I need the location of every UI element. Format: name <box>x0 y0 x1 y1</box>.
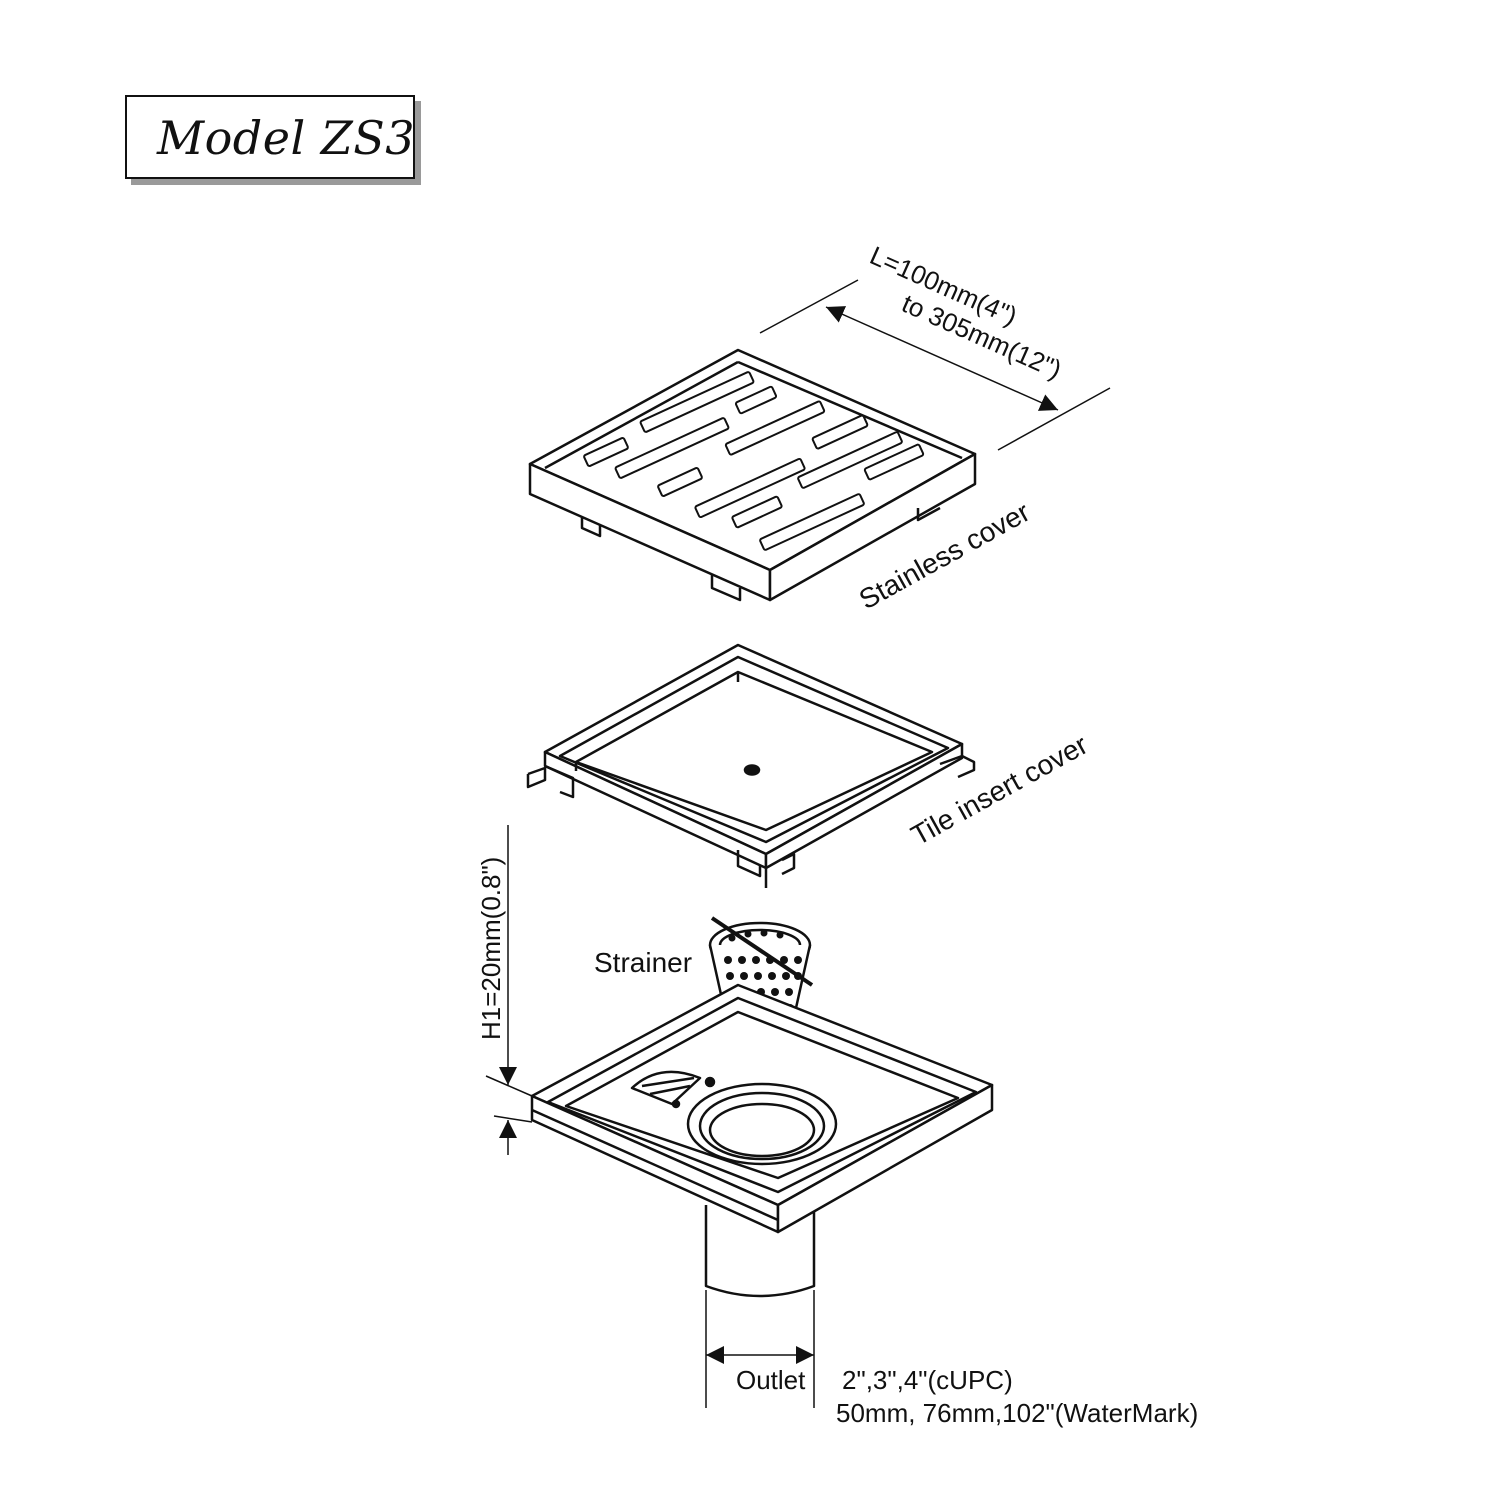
tile-insert-cover-drawing <box>526 643 976 888</box>
height-dimension <box>485 825 533 1155</box>
strainer-label: Strainer <box>594 947 692 978</box>
stainless-cover-drawing <box>528 348 977 602</box>
outlet-sizes-line1: 2",3",4"(cUPC) <box>842 1365 1013 1395</box>
outlet-sizes-line2: 50mm, 76mm,102"(WaterMark) <box>836 1398 1198 1428</box>
outlet-dimension <box>705 1290 815 1408</box>
height-label: H1=20mm(0.8") <box>476 857 506 1040</box>
model-title: Model ZS3 <box>157 111 416 165</box>
outlet-label: Outlet <box>736 1365 806 1395</box>
length-dimension <box>759 279 1111 451</box>
model-title-box: Model ZS3 <box>125 95 415 179</box>
drain-base-drawing <box>530 983 994 1298</box>
